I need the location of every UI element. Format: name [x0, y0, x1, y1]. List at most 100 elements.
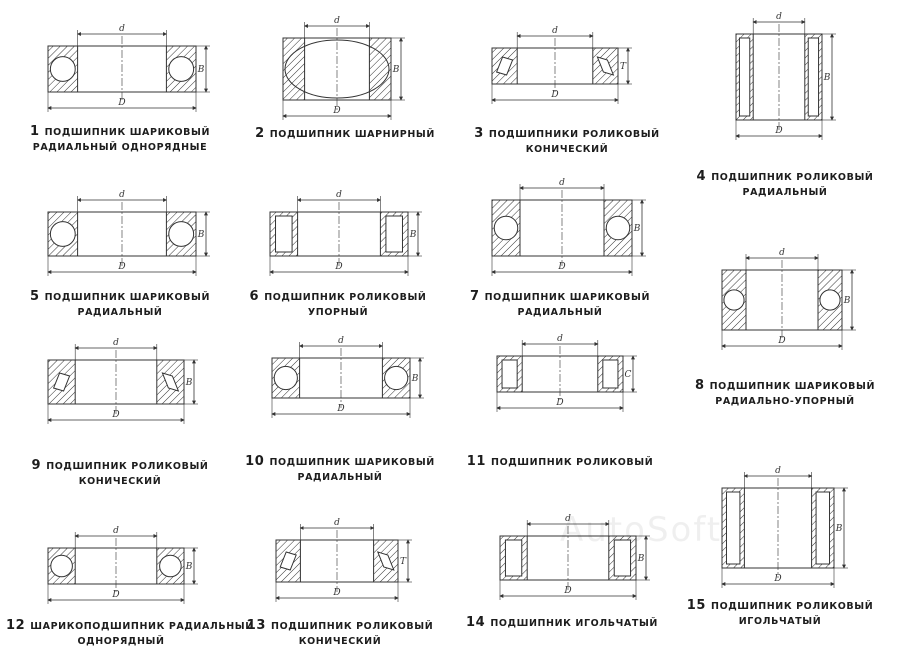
dimension-label: d — [338, 336, 344, 346]
bearing-number: 6 — [249, 289, 260, 304]
bearing-number: 15 — [686, 598, 707, 613]
bearing-drawing-4: dDB — [735, 12, 836, 140]
caption-line1: ПОДШИПНИК ШАРИКОВЫЙ — [44, 127, 211, 138]
bearing-drawing-1: dDB — [47, 24, 210, 112]
caption-line2: РАДИАЛЬНЫЙ — [297, 472, 383, 483]
roller — [602, 359, 619, 389]
tapered-roller — [596, 56, 615, 76]
dimension-label: B — [843, 296, 851, 306]
dimension-label: B — [197, 230, 205, 240]
caption-line2: КОНИЧЕСКИЙ — [298, 636, 382, 647]
caption-line2: РАДИАЛЬНЫЙ — [742, 187, 828, 198]
dimension-label: d — [559, 178, 565, 188]
dimension-label: d — [779, 248, 785, 258]
dimension-label: D — [773, 574, 781, 584]
tapered-roller — [279, 551, 297, 571]
caption-line2: КОНИЧЕСКИЙ — [78, 476, 162, 487]
bearing-number: 12 — [6, 618, 26, 633]
bearing-drawing-12: dDB — [47, 526, 198, 604]
ring-section — [282, 37, 306, 101]
caption-line1: ПОДШИПНИК РОЛИКОВЫЙ — [264, 292, 427, 303]
ball — [49, 221, 76, 247]
tapered-roller — [495, 56, 514, 76]
dimension-label: d — [113, 526, 119, 536]
bearing-drawing-8: dDB — [721, 248, 856, 350]
tapered-roller — [161, 372, 180, 392]
dimension-label: D — [111, 410, 119, 420]
dimension-label: d — [552, 26, 558, 36]
ball — [168, 56, 195, 82]
dimension-label: d — [565, 514, 571, 524]
caption-line2: ИГОЛЬЧАТЫЙ — [738, 616, 822, 627]
dimension-label: D — [774, 126, 782, 136]
dimension-label: d — [775, 466, 781, 476]
dimension-label: B — [637, 554, 645, 564]
dimension-label: T — [400, 557, 407, 567]
bearing-number: 5 — [29, 289, 40, 304]
bearing-drawing-6: dD B — [269, 190, 422, 276]
dimension-label: D — [332, 106, 340, 116]
caption-line2: РАДИАЛЬНЫЙ — [77, 307, 163, 318]
ball — [273, 365, 298, 391]
roller — [275, 215, 293, 253]
dimension-label: D — [336, 404, 344, 414]
caption-line1: ПОДШИПНИК ИГОЛЬЧАТЫЙ — [490, 618, 658, 629]
roller — [725, 491, 741, 565]
caption-line1: ШАРИКОПОДШИПНИК РАДИАЛЬНЫЙ — [30, 621, 254, 632]
bearing-drawing-10: dDB — [271, 336, 424, 418]
dimension-label: D — [555, 398, 563, 408]
caption-line1: ПОДШИПНИК РОЛИКОВЫЙ — [271, 621, 434, 632]
dimension-label: d — [119, 190, 125, 200]
bearing-drawing-2: dDB — [282, 16, 405, 120]
bearing-number: 8 — [694, 378, 705, 393]
caption-line1: ПОДШИПНИКИ РОЛИКОВЫЙ — [488, 129, 660, 140]
roller — [815, 491, 831, 565]
bearing-number: 11 — [466, 454, 487, 469]
bearing-drawing-9: dDB — [47, 338, 198, 424]
caption-line2: РАДИАЛЬНЫЙ ОДНОРЯДНЫЕ — [32, 142, 208, 153]
bearing-drawing-14: dD B — [499, 514, 650, 600]
dimension-label: D — [117, 98, 125, 108]
caption-line1: ПОДШИПНИК ШАРИКОВЫЙ — [269, 457, 435, 468]
caption-bearing-6: 6 ПОДШИПНИК РОЛИКОВЫЙ УПОРНЫЙ — [238, 289, 438, 320]
ball — [50, 554, 73, 578]
caption-line2: УПОРНЫЙ — [307, 307, 369, 318]
tapered-roller — [376, 551, 395, 571]
ring-section — [491, 47, 518, 85]
dimension-label: B — [409, 230, 417, 240]
dimension-label: D — [334, 262, 342, 272]
caption-line2: РАДИАЛЬНО-УПОРНЫЙ — [715, 396, 855, 407]
ring-section — [592, 47, 619, 85]
dimension-label: D — [550, 90, 558, 100]
caption-line2: КОНИЧЕСКИЙ — [525, 144, 609, 155]
ball — [159, 554, 182, 578]
bearing-number: 1 — [29, 124, 40, 139]
bearing-drawing-7: dDB — [491, 178, 646, 276]
caption-line1: ПОДШИПНИК ШАРИКОВЫЙ — [709, 381, 876, 392]
tapered-roller — [52, 372, 71, 392]
roller — [738, 37, 751, 117]
ball — [723, 289, 745, 311]
dimension-label: T — [620, 62, 627, 72]
bearing-number: 3 — [474, 126, 484, 141]
dimension-label: B — [185, 562, 193, 572]
ball — [384, 365, 409, 391]
dimension-label: B — [835, 524, 843, 534]
dimension-label: B — [823, 73, 831, 83]
ring-section — [368, 37, 392, 101]
bearing-drawing-3: dD T — [491, 26, 632, 104]
dimension-label: D — [557, 262, 565, 272]
roller — [501, 359, 518, 389]
dimension-label: d — [336, 190, 342, 200]
caption-line1: ПОДШИПНИК ШАРНИРНЫЙ — [269, 129, 435, 140]
dimension-label: D — [563, 586, 571, 596]
